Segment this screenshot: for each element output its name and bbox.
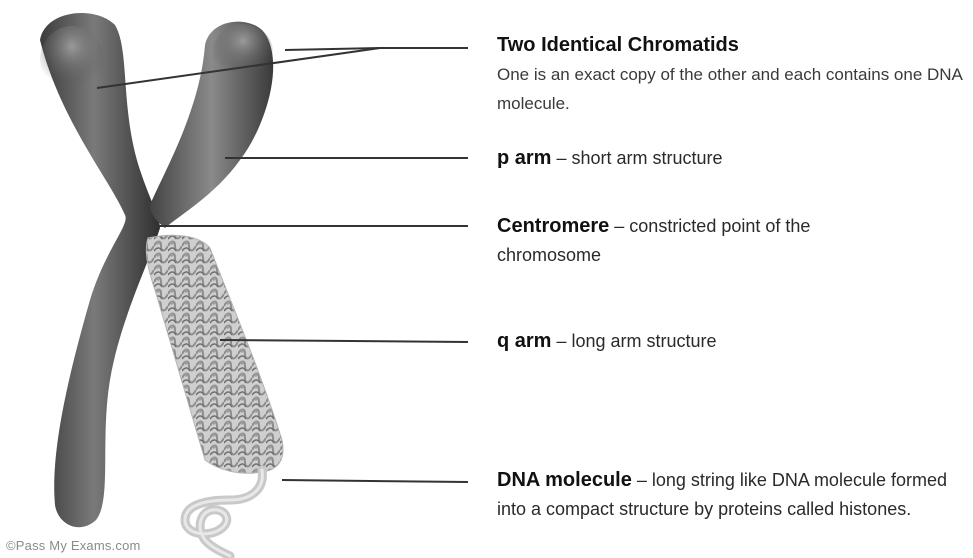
chromatids-term: Two Identical Chromatids [497, 34, 739, 56]
q-arm-description: – long arm structure [556, 331, 716, 351]
q-arm-term: q arm [497, 330, 551, 352]
p-arm-description: – short arm structure [556, 148, 722, 168]
dna-term: DNA molecule [497, 469, 632, 491]
centromere-label: Centromere – constricted point of the ch… [497, 212, 857, 270]
p-arm-label: p arm – short arm structure [497, 144, 723, 173]
q-arm-label: q arm – long arm structure [497, 327, 717, 356]
dna-label: DNA molecule – long string like DNA mole… [497, 466, 967, 524]
centromere-term: Centromere [497, 215, 609, 237]
copyright-text: ©Pass My Exams.com [6, 538, 141, 553]
chromatids-label: Two Identical Chromatids One is an exact… [497, 31, 967, 118]
coiled-dna-arm [146, 235, 283, 473]
chromatids-description: One is an exact copy of the other and ea… [497, 60, 967, 118]
p-arm-term: p arm [497, 147, 551, 169]
